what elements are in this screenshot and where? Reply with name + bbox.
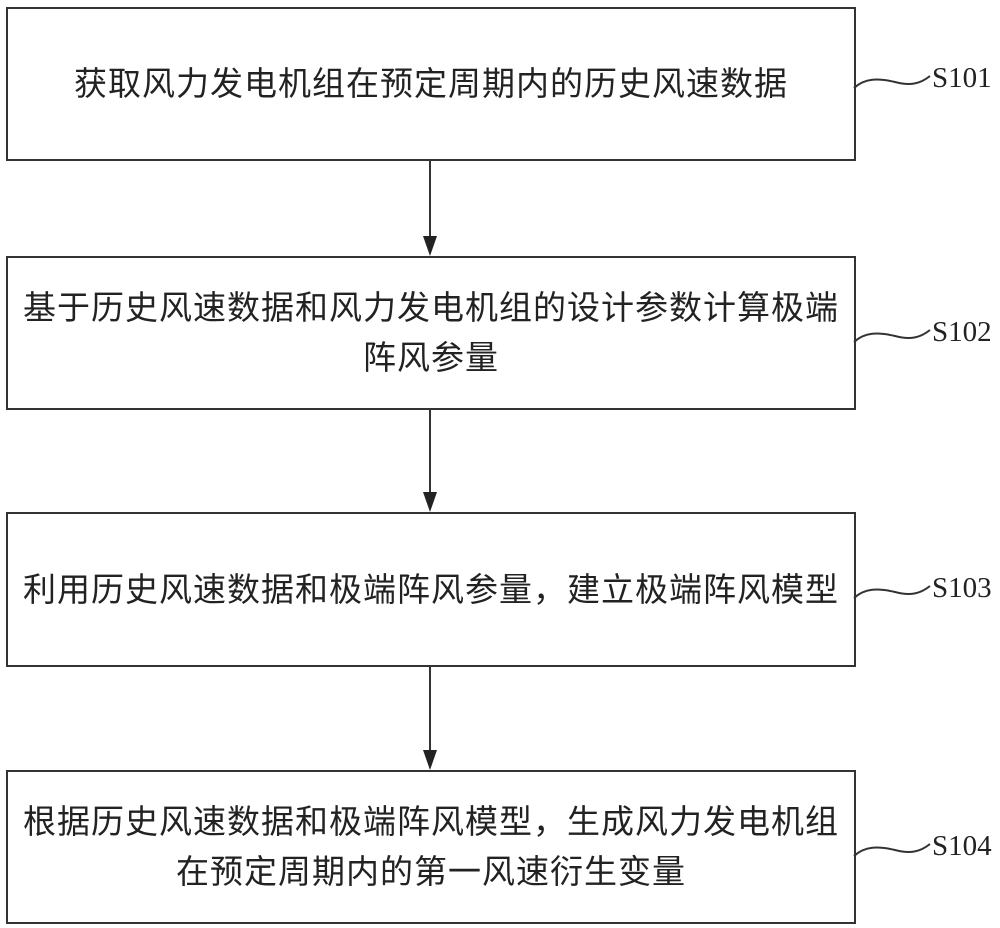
leader-s103 [853,585,931,599]
leader-s101 [853,75,931,89]
step-box-s101: 获取风力发电机组在预定周期内的历史风速数据 [6,7,856,161]
arrowhead-1 [423,236,437,256]
step-label-s103: S103 [932,572,992,604]
step-text-s101: 获取风力发电机组在预定周期内的历史风速数据 [74,64,788,103]
leader-s104 [853,843,931,857]
leader-s102 [853,329,931,343]
step-box-s104: 根据历史风速数据和极端阵风模型，生成风力发电机组在预定周期内的第一风速衍生变量 [6,770,856,924]
step-label-s101: S101 [932,62,992,94]
step-box-s102: 基于历史风速数据和风力发电机组的设计参数计算极端阵风参量 [6,256,856,410]
step-label-s104: S104 [932,830,992,862]
arrowhead-3 [423,750,437,770]
step-box-s103: 利用历史风速数据和极端阵风参量，建立极端阵风模型 [6,512,856,667]
step-label-s102: S102 [932,316,992,348]
step-text-s103: 利用历史风速数据和极端阵风参量，建立极端阵风模型 [23,569,839,609]
step-text-s102: 基于历史风速数据和风力发电机组的设计参数计算极端阵风参量 [23,288,839,377]
step-text-s104: 根据历史风速数据和极端阵风模型，生成风力发电机组在预定周期内的第一风速衍生变量 [23,802,839,891]
arrowhead-2 [423,492,437,512]
